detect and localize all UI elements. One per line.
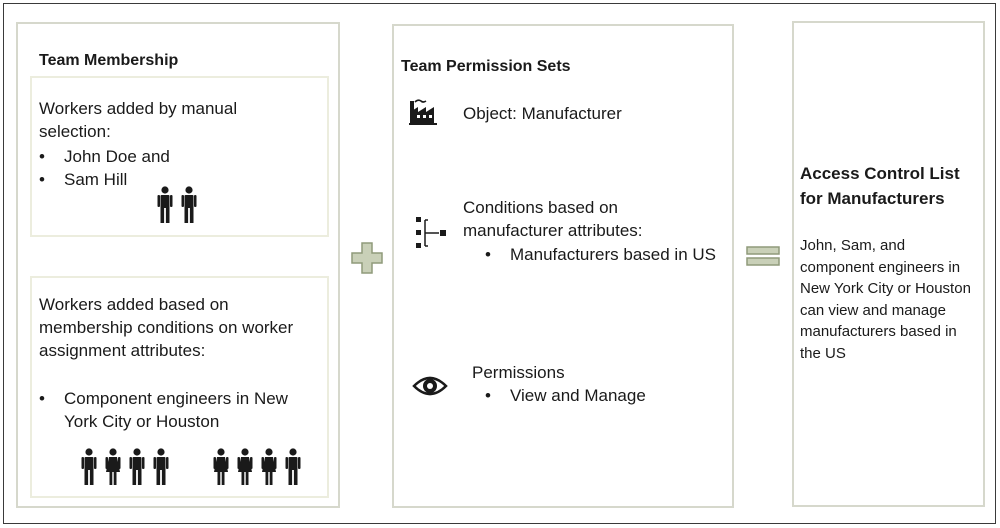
- team-membership-title: Team Membership: [39, 52, 179, 69]
- acl-description: John, Sam, and component engineers in Ne…: [800, 237, 971, 362]
- conditions-label: Conditions based on manufacturer attribu…: [463, 198, 643, 240]
- plus-icon: [351, 242, 383, 274]
- manual-selection-box: [30, 76, 329, 237]
- eye-icon: [412, 376, 448, 396]
- conditions-item-1-label: Component engineers in New York City or …: [64, 389, 288, 431]
- conditions-item-1: •Component engineers in New York City or…: [39, 387, 324, 433]
- object-label: Object: Manufacturer: [463, 104, 622, 123]
- person-icon: [157, 186, 173, 223]
- conditions-perm-item-1-label: Manufacturers based in US: [510, 245, 716, 264]
- permissions-item-1-label: View and Manage: [510, 386, 646, 405]
- person-icon: [181, 186, 197, 223]
- person-icon: [261, 448, 277, 485]
- hierarchy-icon: [416, 217, 446, 248]
- membership-conditions-box: [30, 276, 329, 498]
- equals-icon: [746, 246, 780, 266]
- manual-item-1-label: John Doe and: [64, 147, 170, 166]
- membership-conditions-intro: Workers added based on membership condit…: [39, 295, 294, 360]
- manual-item-2-label: Sam Hill: [64, 170, 128, 189]
- permission-sets-title: Team Permission Sets: [401, 58, 571, 75]
- permission-sets-panel: [392, 24, 734, 508]
- person-icon: [129, 448, 145, 485]
- engineers-group-2-icon: [212, 448, 306, 488]
- diagram-frame: [3, 3, 996, 524]
- manual-item-1: •John Doe and: [39, 145, 299, 168]
- conditions-perm-item-1: •Manufacturers based in US: [485, 243, 730, 266]
- two-workers-icon: [156, 186, 206, 226]
- manual-selection-intro: Workers added by manual selection:: [39, 99, 238, 141]
- factory-icon: [409, 99, 437, 125]
- person-icon: [153, 448, 169, 485]
- person-icon: [285, 448, 301, 485]
- person-icon: [105, 448, 121, 485]
- acl-title: Access Control List for Manufacturers: [800, 164, 960, 208]
- permissions-item-1: •View and Manage: [485, 384, 725, 407]
- engineers-group-1-icon: [80, 448, 174, 488]
- permissions-label: Permissions: [472, 363, 565, 382]
- person-icon: [213, 448, 229, 485]
- manual-item-2: •Sam Hill: [39, 168, 299, 191]
- acl-panel: [792, 21, 985, 507]
- person-icon: [237, 448, 253, 485]
- person-icon: [81, 448, 97, 485]
